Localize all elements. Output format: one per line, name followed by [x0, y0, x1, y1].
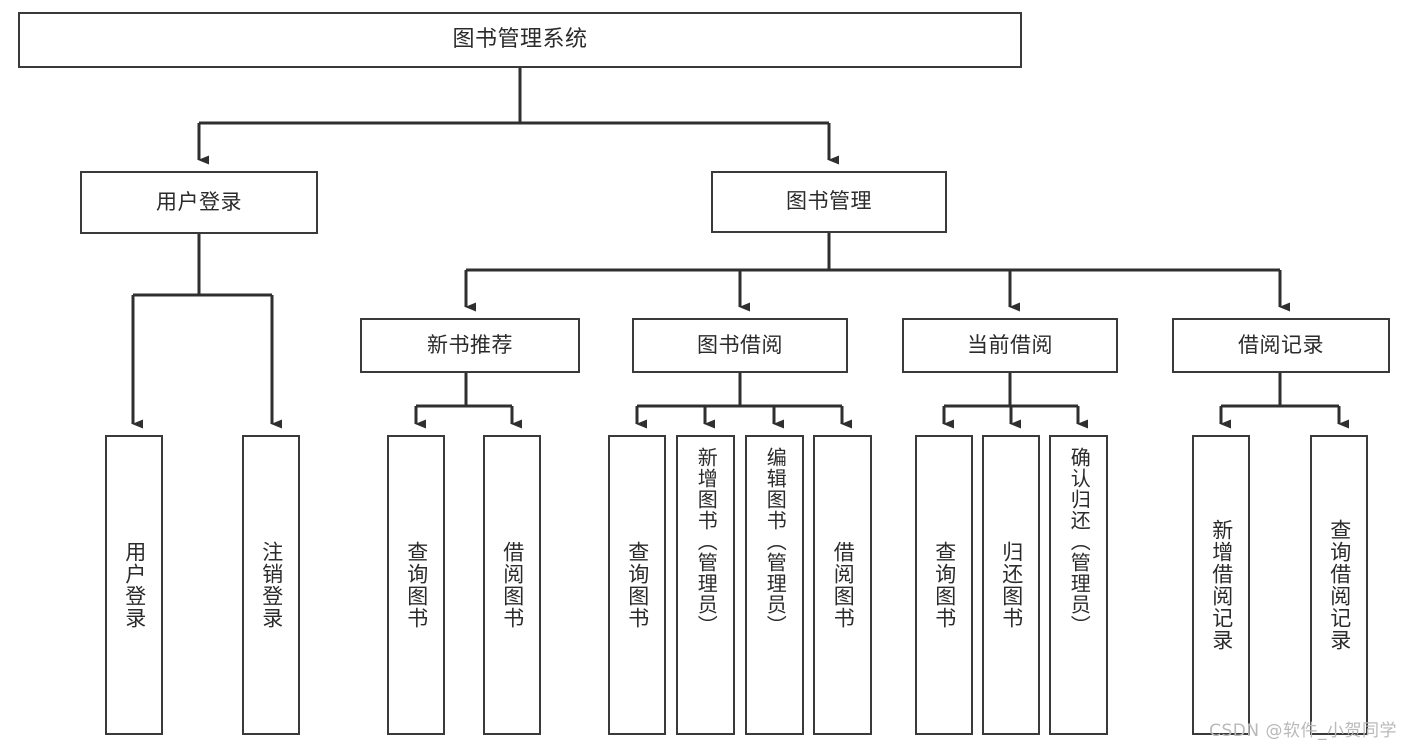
node-leaf-return-book-label: 归还图书 [999, 541, 1024, 629]
node-leaf-query-book-rec[interactable]: 查询图书 [387, 435, 445, 735]
node-leaf-logout-label: 注销登录 [259, 541, 284, 629]
watermark-text: CSDN @软件_小贺同学 [1209, 721, 1397, 741]
node-leaf-return-book[interactable]: 归还图书 [982, 435, 1040, 735]
node-current-borrow[interactable]: 当前借阅 [902, 318, 1118, 373]
node-leaf-edit-book-admin-label: 编辑图书（管理员） [763, 447, 788, 636]
edge-group-book-management [464, 233, 1290, 312]
node-leaf-borrow-book-borrow-label: 借阅图书 [831, 541, 856, 629]
node-leaf-add-borrow-record-label: 新增借阅记录 [1209, 519, 1234, 651]
node-leaf-query-book-current[interactable]: 查询图书 [915, 435, 973, 735]
node-leaf-borrow-book-rec-label: 借阅图书 [500, 541, 525, 629]
edge-group-user-login [131, 234, 282, 429]
node-leaf-add-book-admin-label: 新增图书（管理员） [694, 447, 719, 636]
node-leaf-query-borrow-record[interactable]: 查询借阅记录 [1310, 435, 1368, 735]
node-user-login-label: 用户登录 [156, 189, 242, 214]
node-leaf-add-book-admin[interactable]: 新增图书（管理员） [676, 435, 735, 735]
node-leaf-query-book-rec-label: 查询图书 [404, 541, 429, 629]
node-leaf-borrow-book-borrow[interactable]: 借阅图书 [813, 435, 872, 735]
edge-group-book-borrow [635, 373, 852, 429]
node-borrow-records-label: 借阅记录 [1238, 332, 1324, 357]
node-borrow-records[interactable]: 借阅记录 [1172, 318, 1390, 373]
node-book-borrow[interactable]: 图书借阅 [632, 318, 848, 373]
node-leaf-add-borrow-record[interactable]: 新增借阅记录 [1192, 435, 1250, 735]
node-leaf-query-book-borrow-label: 查询图书 [625, 541, 650, 629]
node-leaf-user-login[interactable]: 用户登录 [105, 435, 163, 735]
node-book-management-label: 图书管理 [786, 189, 872, 214]
node-book-borrow-label: 图书借阅 [697, 332, 783, 357]
node-leaf-query-borrow-record-label: 查询借阅记录 [1327, 519, 1352, 651]
node-root[interactable]: 图书管理系统 [18, 12, 1022, 68]
node-leaf-user-login-label: 用户登录 [122, 541, 147, 629]
node-user-login[interactable]: 用户登录 [80, 171, 318, 234]
edge-group-borrow-records [1219, 373, 1349, 429]
node-new-book-recommend[interactable]: 新书推荐 [360, 318, 580, 373]
node-leaf-edit-book-admin[interactable]: 编辑图书（管理员） [745, 435, 804, 735]
edge-group-root [197, 68, 839, 165]
node-root-label: 图书管理系统 [452, 26, 588, 52]
node-current-borrow-label: 当前借阅 [967, 332, 1053, 357]
node-book-management[interactable]: 图书管理 [711, 171, 947, 233]
node-leaf-query-book-current-label: 查询图书 [932, 541, 957, 629]
node-new-book-recommend-label: 新书推荐 [427, 332, 513, 357]
node-leaf-query-book-borrow[interactable]: 查询图书 [608, 435, 666, 735]
node-leaf-logout[interactable]: 注销登录 [242, 435, 300, 735]
edge-group-new-book-recommend [414, 373, 522, 429]
node-leaf-borrow-book-rec[interactable]: 借阅图书 [483, 435, 541, 735]
node-leaf-confirm-return-admin[interactable]: 确认归还（管理员） [1049, 435, 1108, 735]
edge-group-current-borrow [942, 373, 1088, 429]
node-leaf-confirm-return-admin-label: 确认归还（管理员） [1067, 447, 1092, 636]
